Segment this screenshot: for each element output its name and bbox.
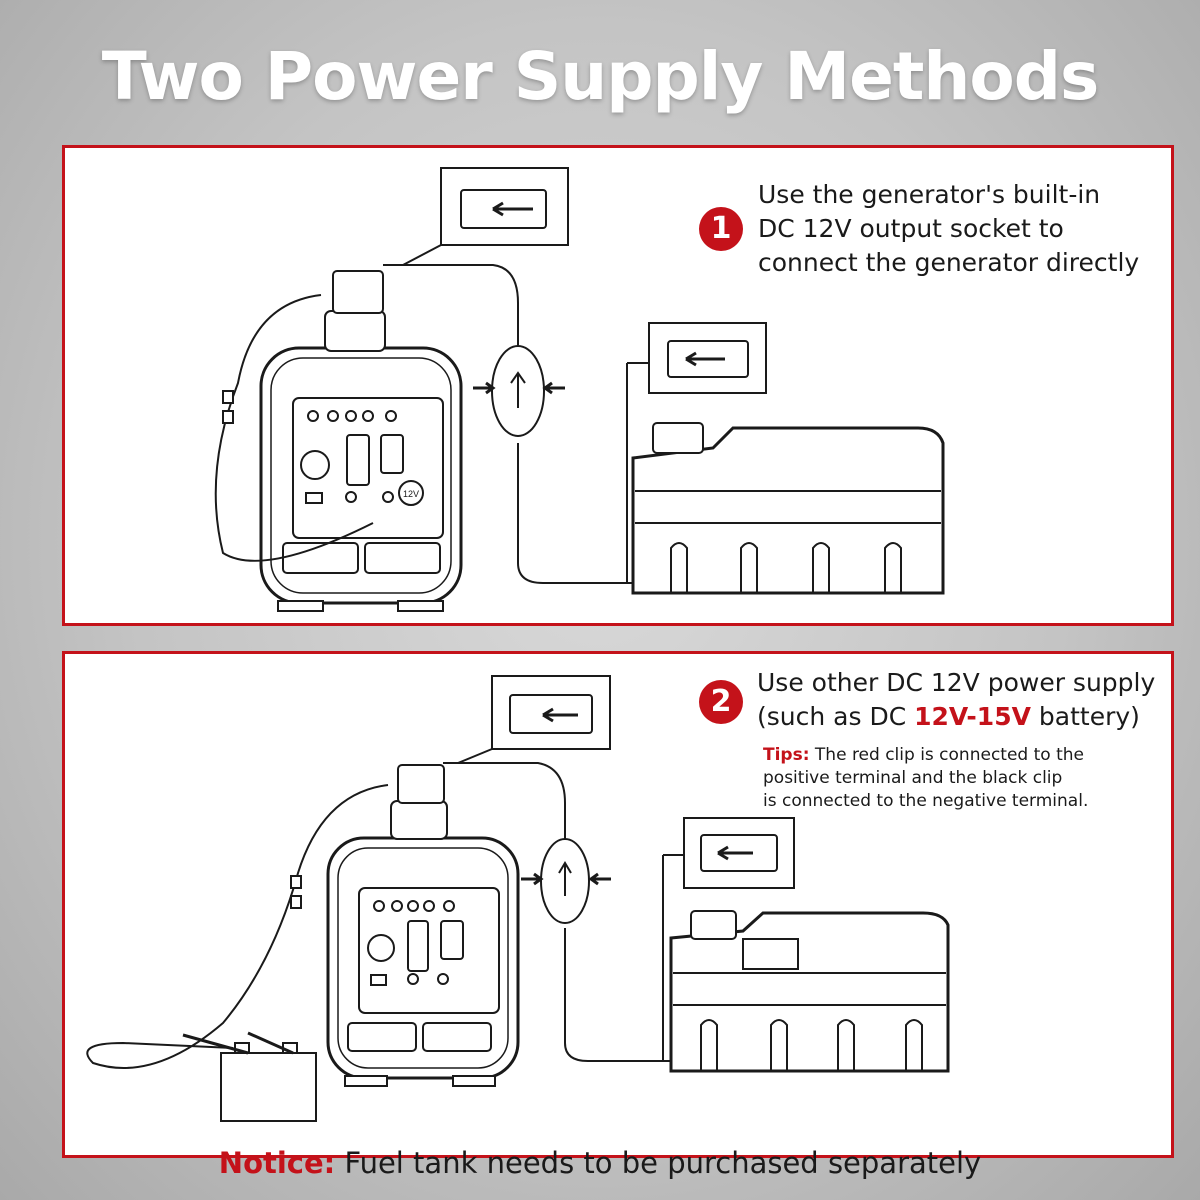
battery-icon [182, 1031, 317, 1122]
tips-text-1: The red clip is connected to the [809, 745, 1084, 765]
tips-label: Tips: [763, 745, 810, 765]
fuel-tank-icon [631, 422, 945, 595]
fuel-tank-icon [669, 910, 950, 1073]
primer-bulb-icon [540, 838, 590, 924]
generator-icon [326, 764, 520, 1087]
method-2-line-1: Use other DC 12V power supply [757, 668, 1156, 697]
tips-note: Tips: The red clip is connected to the p… [763, 744, 1088, 813]
notice-label: Notice: [218, 1146, 336, 1180]
method-2-line-2: (such as DC 12V-15V battery) [757, 700, 1155, 734]
method-2-description: Use other DC 12V power supply (such as D… [757, 666, 1155, 734]
method-2-panel: 2 Use other DC 12V power supply (such as… [62, 651, 1174, 1158]
method-1-line-1: Use the generator's built-in [758, 180, 1101, 209]
generator-icon [259, 270, 463, 612]
primer-bulb-icon [491, 345, 545, 437]
method-1-line-2: DC 12V output socket to [758, 214, 1064, 243]
notice-body: Fuel tank needs to be purchased separate… [335, 1146, 982, 1180]
page-title: Two Power Supply Methods [101, 38, 1100, 115]
method-2-diagram [86, 675, 950, 1122]
connector-detail-icon [457, 675, 611, 764]
tips-text-3: is connected to the negative terminal. [763, 791, 1089, 811]
method-1-panel: 12V [62, 145, 1174, 626]
connector-detail-icon-2 [662, 817, 795, 1061]
tips-text-2: positive terminal and the black clip [763, 768, 1063, 788]
method-2-line-2-prefix: (such as DC [757, 702, 915, 731]
notice-text: Notice: Fuel tank needs to be purchased … [0, 1146, 1200, 1180]
voltage-range-highlight: 12V-15V [914, 702, 1031, 731]
connector-detail-icon-2 [626, 322, 767, 583]
method-2-line-2-suffix: battery) [1030, 702, 1140, 731]
step-1-badge: 1 [699, 207, 743, 251]
socket-label: 12V [403, 489, 419, 499]
method-1-line-3: connect the generator directly [758, 248, 1140, 277]
step-2-badge: 2 [699, 680, 743, 724]
tips-line-1: Tips: The red clip is connected to the [763, 744, 1088, 767]
method-1-description: Use the generator's built-in DC 12V outp… [758, 178, 1139, 280]
method-1-diagram: 12V [214, 167, 945, 612]
connector-detail-icon [402, 167, 569, 266]
